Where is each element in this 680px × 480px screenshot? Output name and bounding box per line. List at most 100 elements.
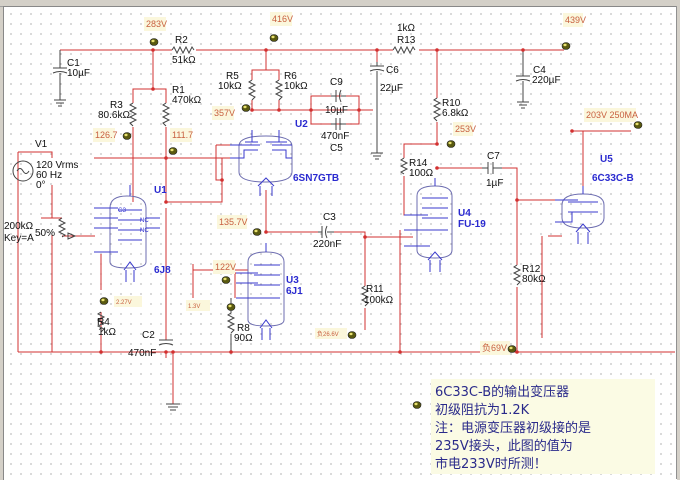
probe-icon[interactable]: [507, 345, 517, 353]
probe-label-box: [186, 300, 210, 311]
probe-icon[interactable]: [99, 297, 109, 305]
voltage-probe-p266[interactable]: 负26.6V: [315, 328, 357, 339]
probe-icon[interactable]: [226, 303, 236, 311]
c9-symbol: [331, 89, 346, 103]
voltage-probe-p227[interactable]: 2.27V: [99, 296, 142, 307]
tube-u5: [555, 131, 605, 244]
window-right-border: [676, 6, 680, 479]
u1-nc2: NC: [140, 228, 149, 234]
junction-dot: [515, 350, 519, 354]
probes: 283V 416V 439V 357V 126.7 111.7 253V 203V 250MA…: [93, 12, 643, 355]
voltage-probe-p135[interactable]: 135.7V: [217, 215, 262, 236]
probe-icon[interactable]: [168, 147, 178, 155]
potentiometer-symbol: [57, 217, 77, 240]
voltage-probe-p13[interactable]: 1.3V: [186, 300, 236, 311]
voltage-probe-p439[interactable]: 439V: [561, 13, 586, 50]
probe-label-box: [315, 328, 347, 339]
voltage-probe-p283[interactable]: 283V: [144, 17, 167, 46]
probe-reading: 122V: [215, 262, 236, 272]
c4-value: 220µF: [532, 75, 561, 86]
u5-ref: U5: [600, 154, 613, 165]
junction-dot: [250, 108, 254, 112]
v1-loop: [17, 151, 53, 352]
c7-ref: C7: [487, 151, 500, 162]
r11-ref: R11: [366, 284, 384, 295]
c5-symbol: [331, 118, 346, 130]
tube-u4: [404, 178, 453, 272]
tube-u3: [236, 243, 285, 340]
pot-key: Key=A: [4, 233, 34, 244]
voltage-probe-p126[interactable]: 126.7: [93, 128, 132, 142]
voltage-probe-p253[interactable]: 253V: [446, 122, 476, 148]
r4-value: 1kΩ: [98, 327, 117, 338]
c6-value: 22µF: [380, 83, 403, 94]
r5-value: 10kΩ: [218, 81, 242, 92]
probe-label-box: [584, 108, 636, 122]
voltage-probe-p122[interactable]: 122V: [213, 260, 236, 284]
probe-icon[interactable]: [633, 121, 643, 129]
probe-reading: 357V: [214, 108, 235, 118]
junction-dot: [363, 235, 367, 239]
c1-value: 10µF: [67, 68, 90, 79]
c4-ref: C4: [533, 65, 546, 76]
probe-icon[interactable]: [269, 34, 279, 42]
c7-symbol: [482, 162, 502, 174]
schematic-canvas[interactable]: [3, 6, 677, 480]
voltage-probe-p111[interactable]: 111.7: [168, 128, 193, 155]
junction-dot: [435, 142, 439, 146]
u1-model: 6J8: [154, 265, 171, 276]
r8-ref: R8: [237, 323, 250, 334]
probe-icon-highlight: [254, 229, 258, 233]
probe-icon[interactable]: [252, 228, 262, 236]
c3-net: [265, 190, 413, 238]
v1-source-symbol: [12, 160, 34, 182]
u3-ref: U3: [286, 275, 299, 286]
probe-reading: 416V: [272, 14, 293, 24]
probe-label-box: [212, 106, 234, 120]
r5-r6-feed: [251, 50, 280, 80]
probe-icon[interactable]: [221, 276, 231, 284]
probe-icon[interactable]: [122, 132, 132, 140]
pot-value: 200kΩ: [4, 221, 34, 232]
voltage-probe-p203[interactable]: 203V 250MA: [584, 108, 643, 129]
junction-dot: [264, 48, 268, 52]
junction-dot: [229, 350, 233, 354]
probe-icon[interactable]: [347, 331, 357, 339]
junction-dot: [171, 350, 175, 354]
r3-r1-lower: [132, 127, 167, 202]
tube-u2: [230, 130, 293, 196]
note-line-3: 注：电源变压器初级接的是: [435, 421, 592, 436]
v1-frequency: 60 Hz: [36, 170, 62, 181]
c6-ref: C6: [386, 65, 399, 76]
voltage-probe-p357[interactable]: 357V: [212, 104, 251, 121]
v1-phase: 0°: [36, 180, 46, 191]
probe-reading: 111.7: [172, 130, 193, 140]
wires: [17, 49, 675, 404]
u5-model: 6C33C-B: [592, 173, 634, 184]
probe-icon[interactable]: [149, 38, 159, 46]
voltage-probe-p416[interactable]: 416V: [269, 12, 293, 42]
r3-ref: R3: [110, 100, 123, 111]
u1-nc1: NC: [140, 218, 149, 224]
junction-dot: [164, 200, 168, 204]
tube-u1: [94, 185, 160, 282]
c7-net: [437, 167, 562, 201]
probe-reading: 126.7: [95, 130, 118, 140]
voltage-probe-p69[interactable]: 负69V: [480, 341, 517, 355]
junction-dot: [570, 129, 574, 133]
probe-reading: 1.3V: [188, 304, 200, 310]
r2-symbol: [171, 45, 195, 55]
probe-icon-highlight: [448, 141, 452, 145]
u3-g1: [234, 272, 248, 298]
r1-ref: R1: [172, 85, 185, 96]
probe-icon[interactable]: [446, 140, 456, 148]
r2-value: 51kΩ: [172, 55, 196, 66]
probe-reading: 负26.6V: [317, 330, 339, 338]
probe-icon[interactable]: [561, 42, 571, 50]
junction-dot: [357, 108, 361, 112]
probe-label-box: [93, 128, 115, 142]
ground-symbol: [166, 403, 180, 411]
probe-icon[interactable]: [241, 104, 251, 112]
probe-label-box: [114, 296, 142, 307]
